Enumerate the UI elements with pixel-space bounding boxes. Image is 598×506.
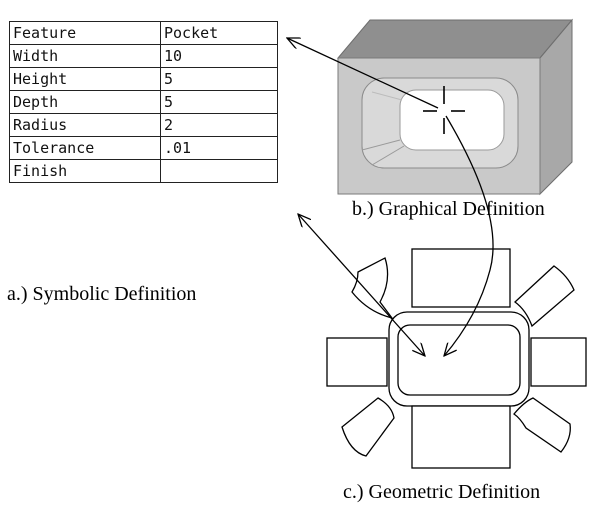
- geometric-pocket: [326, 248, 587, 469]
- pocket-floor: [397, 324, 521, 396]
- attribute-name: Tolerance: [9, 136, 161, 160]
- table-row: Feature Pocket: [9, 21, 278, 45]
- attribute-value: 5: [160, 67, 278, 91]
- caption-geometric: c.) Geometric Definition: [343, 481, 541, 503]
- graphical-block: [336, 18, 574, 196]
- table-row: Tolerance .01: [9, 136, 278, 160]
- table-row: Depth 5: [9, 90, 278, 114]
- attribute-name: Height: [9, 67, 161, 91]
- attribute-value: .01: [160, 136, 278, 160]
- wall-left: [326, 337, 388, 387]
- symbolic-definition-table: Feature Pocket Width 10 Height 5 Depth 5…: [9, 21, 278, 183]
- arrow-crosshair-to-table: [287, 38, 439, 109]
- attribute-value: 10: [160, 44, 278, 68]
- wall-right: [530, 337, 587, 387]
- table-row: Width 10: [9, 44, 278, 68]
- wall-bottom: [411, 405, 511, 469]
- fillet-top-right: [513, 265, 575, 328]
- arrow-table-to-geometry: [298, 214, 425, 356]
- attribute-name: Depth: [9, 90, 161, 114]
- pocket-opening: [361, 77, 519, 169]
- fillet-bottom-right: [513, 397, 571, 453]
- table-row: Radius 2: [9, 113, 278, 137]
- block-top-face: [336, 19, 574, 59]
- attribute-value: Pocket: [160, 21, 278, 45]
- selection-crosshair-icon: [423, 86, 465, 134]
- fillet-bottom-left: [341, 397, 395, 457]
- connector-arrows: [287, 38, 494, 356]
- table-row: Height 5: [9, 67, 278, 91]
- attribute-value: 2: [160, 113, 278, 137]
- fillet-top-left: [351, 257, 394, 320]
- attribute-value: [160, 159, 278, 183]
- attribute-value: 5: [160, 90, 278, 114]
- attribute-name: Radius: [9, 113, 161, 137]
- caption-graphical: b.) Graphical Definition: [352, 198, 545, 220]
- arrow-crosshair-to-geometry: [444, 115, 494, 356]
- attribute-name: Feature: [9, 21, 161, 45]
- attribute-name: Width: [9, 44, 161, 68]
- wall-top: [411, 248, 511, 308]
- attribute-name: Finish: [9, 159, 161, 183]
- table-row: Finish: [9, 159, 278, 183]
- caption-symbolic: a.) Symbolic Definition: [7, 283, 197, 305]
